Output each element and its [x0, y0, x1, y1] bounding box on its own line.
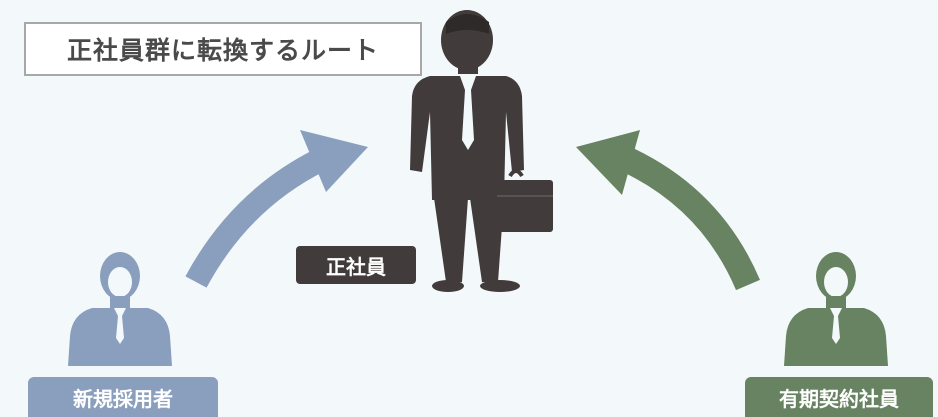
label-regular-employee: 正社員 [296, 246, 416, 284]
label-new-hire: 新規採用者 [28, 377, 218, 417]
curved-arrow-right-icon [576, 130, 760, 291]
curved-arrow-left-icon [185, 130, 368, 288]
person-right-icon [784, 252, 888, 366]
title-box: 正社員群に転換するルート [24, 22, 422, 76]
person-left-icon [68, 252, 172, 366]
businessman-icon [410, 10, 553, 292]
label-fixed-term-employee: 有期契約社員 [745, 377, 933, 417]
